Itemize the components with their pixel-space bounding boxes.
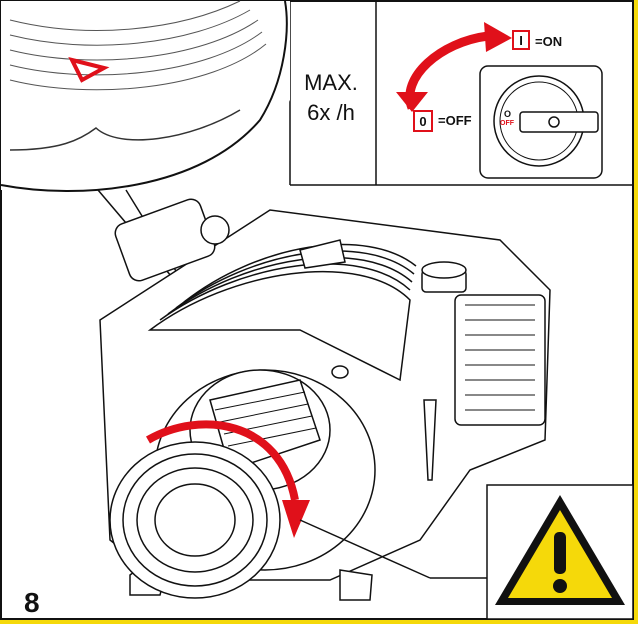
dial-o-marking: O [504,109,512,119]
warning-panel [486,484,634,620]
detail-inset [0,0,290,311]
on-symbol-box: I [512,30,530,50]
switch-arrow-icon [396,22,512,112]
off-label: =OFF [438,113,472,128]
step-number: 8 [24,587,40,618]
on-label: =ON [535,34,563,49]
direction-arrow-icon [68,57,110,83]
dial-off-marking: OFF [500,120,514,127]
switch-dial [479,65,603,179]
warning-triangle-icon [495,495,625,605]
motor-end [109,369,376,599]
rotation-arrow-icon [146,420,310,538]
off-symbol-box: 0 [413,110,433,132]
max-starts-label: MAX. 6x /h [304,70,358,125]
